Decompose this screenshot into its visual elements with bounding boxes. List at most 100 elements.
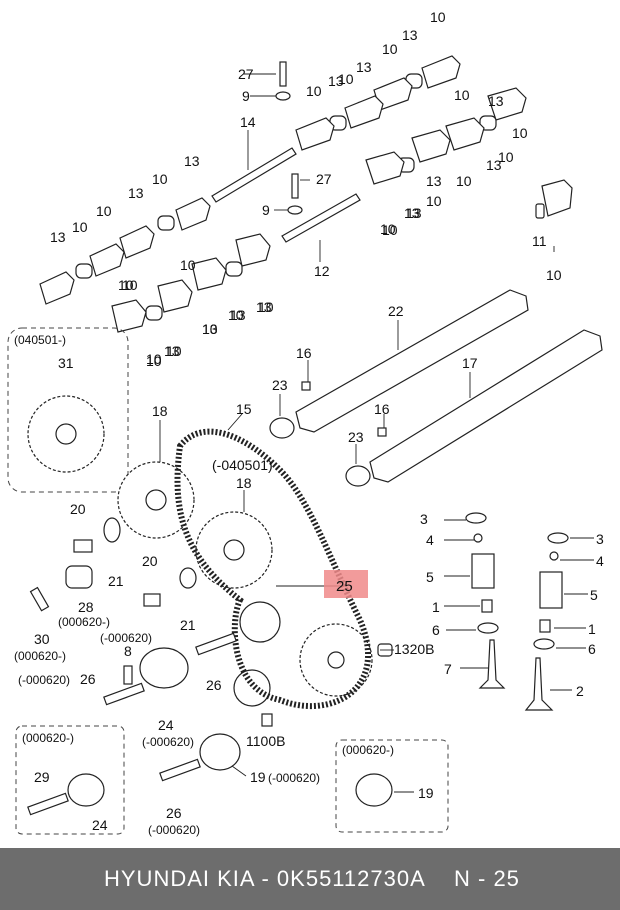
callout: 10 bbox=[72, 219, 88, 235]
washer bbox=[287, 205, 303, 215]
box-label-000620-left: (000620-) bbox=[22, 731, 74, 745]
callout: 19 bbox=[418, 785, 434, 801]
spacer bbox=[65, 565, 93, 589]
idler-pulley-19b bbox=[355, 773, 393, 807]
idler-pulley-19 bbox=[199, 733, 241, 771]
callout: 22 bbox=[388, 303, 404, 319]
bolt bbox=[279, 61, 287, 87]
callout: (-000620) bbox=[100, 631, 152, 645]
callout: 17 bbox=[462, 355, 478, 371]
box-label-000620-right: (000620-) bbox=[342, 743, 394, 757]
camshaft bbox=[369, 329, 603, 483]
spacer-ring bbox=[75, 263, 93, 279]
valve bbox=[524, 657, 554, 711]
rocker-arm bbox=[191, 257, 227, 291]
rocker-arm bbox=[157, 279, 193, 313]
callout: 4 bbox=[426, 532, 434, 548]
callout: 10 bbox=[338, 71, 354, 87]
callout: 10 bbox=[180, 257, 196, 273]
rocker-arm bbox=[487, 87, 527, 121]
callout: 13 bbox=[128, 185, 144, 201]
callout: 10 bbox=[146, 353, 162, 369]
callout: 5 bbox=[426, 569, 434, 585]
callout: 11 bbox=[532, 233, 547, 249]
callout: 18 bbox=[236, 475, 252, 491]
callout: 7 bbox=[444, 661, 452, 677]
box-label-040501: (040501-) bbox=[14, 333, 66, 347]
hub bbox=[327, 651, 345, 669]
parts-diagram: 25 (040501-) (000620-) (000620-) 10 13 1… bbox=[7, 9, 604, 837]
rocker-arm bbox=[421, 55, 461, 89]
bolt bbox=[291, 173, 299, 199]
rocker-arm-group-upper bbox=[295, 55, 573, 219]
callout: 26 bbox=[166, 805, 182, 821]
bolt bbox=[103, 682, 145, 706]
bolt bbox=[159, 758, 201, 782]
callout: 27 bbox=[316, 171, 332, 187]
spacer-ring bbox=[479, 115, 497, 131]
cam-key bbox=[377, 427, 387, 437]
oil-seal bbox=[345, 465, 371, 487]
keeper bbox=[549, 551, 559, 561]
callout: 13 bbox=[184, 153, 200, 169]
callout: 10 bbox=[426, 193, 442, 209]
rocker-arm bbox=[344, 95, 384, 129]
callout: 10 bbox=[546, 267, 562, 283]
rocker-arm bbox=[411, 129, 451, 163]
washer bbox=[179, 567, 197, 589]
rocker-arm bbox=[445, 117, 485, 151]
callout: 19 bbox=[250, 769, 266, 785]
rocker-shafts bbox=[211, 61, 361, 243]
callout: 1 bbox=[588, 621, 596, 637]
callout: 8 bbox=[124, 643, 132, 659]
highlight-label: 25 bbox=[336, 578, 353, 595]
rocker-arm bbox=[175, 197, 211, 231]
timing-belt bbox=[174, 428, 371, 710]
callout: 10 bbox=[512, 125, 528, 141]
callout: 10 bbox=[202, 321, 218, 337]
spring-seat bbox=[533, 638, 555, 650]
callout: 13 bbox=[230, 307, 246, 323]
callout: 12 bbox=[314, 263, 330, 279]
washer bbox=[103, 517, 121, 543]
callout: 20 bbox=[70, 501, 86, 517]
rocker-arm bbox=[89, 243, 125, 277]
hub bbox=[145, 489, 167, 511]
callout: 10 bbox=[228, 307, 244, 323]
footer-brand-partnumber: HYUNDAI KIA - 0K55112730A bbox=[104, 866, 426, 891]
valve-spring bbox=[539, 571, 563, 609]
tensioner-24 bbox=[67, 773, 105, 807]
callout: 13 bbox=[488, 93, 504, 109]
rocker-arm bbox=[541, 179, 573, 217]
callout: 16 bbox=[374, 401, 390, 417]
callout: 28 bbox=[78, 599, 94, 615]
callout: (-000620) bbox=[268, 771, 320, 785]
callout: 21 bbox=[108, 573, 124, 589]
hub bbox=[55, 423, 77, 445]
callout: 13 bbox=[402, 27, 418, 43]
tensioner-parts bbox=[27, 517, 393, 816]
idler-small bbox=[233, 669, 271, 707]
callout: 13 bbox=[356, 59, 372, 75]
rocker-arm-group-left bbox=[39, 197, 271, 333]
lash-adjuster bbox=[535, 203, 545, 219]
callout: 26 bbox=[206, 677, 222, 693]
callout: 10 bbox=[118, 277, 134, 293]
valve-train-right bbox=[524, 532, 569, 711]
callout: 10 bbox=[258, 299, 274, 315]
callout-labels: 10 13 10 13 10 13 10 27 9 14 10 13 10 13… bbox=[14, 9, 604, 837]
callout: 13 bbox=[406, 205, 422, 221]
oil-seal bbox=[269, 417, 295, 439]
rocker-arm bbox=[365, 151, 405, 185]
cam-key bbox=[301, 381, 311, 391]
rocker-arm bbox=[119, 225, 155, 259]
callout: 18 bbox=[152, 403, 168, 419]
rocker-arm bbox=[39, 271, 75, 305]
variant-box-000620-left bbox=[15, 725, 125, 835]
callout: 4 bbox=[596, 553, 604, 569]
callout: 15 bbox=[236, 401, 252, 417]
callout: (-000620) bbox=[148, 823, 200, 837]
bolt bbox=[29, 586, 50, 612]
camshaft bbox=[295, 289, 529, 433]
callout: 10 bbox=[146, 351, 162, 367]
